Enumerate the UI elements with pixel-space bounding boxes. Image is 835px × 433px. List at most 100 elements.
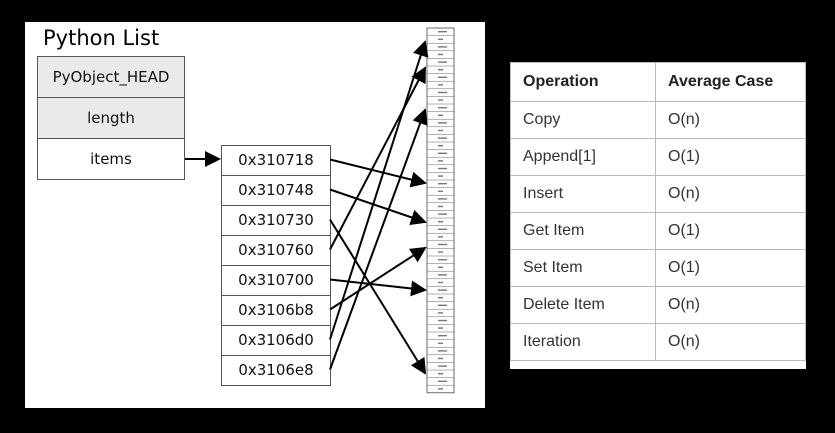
memory-slot-mark bbox=[438, 84, 443, 86]
list-struct: PyObject_HEAD length items bbox=[37, 56, 185, 180]
memory-slot-mark bbox=[438, 183, 447, 185]
pointer-arrow bbox=[329, 66, 426, 250]
memory-slot-mark bbox=[438, 327, 443, 329]
operation-cell: Insert bbox=[510, 175, 656, 213]
memory-slot-mark bbox=[438, 228, 447, 230]
memory-slot-mark bbox=[438, 190, 443, 192]
complexity-cell: O(n) bbox=[655, 286, 806, 324]
pointer-cell: 0x310700 bbox=[222, 266, 330, 296]
operation-cell: Append[1] bbox=[510, 138, 656, 176]
memory-slot-mark bbox=[438, 297, 443, 299]
complexity-cell: O(n) bbox=[655, 323, 806, 361]
table-row: Append[1]O(1) bbox=[510, 138, 806, 176]
struct-field-items: items bbox=[38, 139, 184, 179]
complexity-cell: O(n) bbox=[655, 175, 806, 213]
memory-slot-mark bbox=[438, 167, 447, 170]
memory-slot-mark bbox=[438, 145, 443, 147]
pointer-cell: 0x310760 bbox=[222, 236, 330, 266]
memory-slot-mark bbox=[438, 259, 447, 261]
column-header-operation: Operation bbox=[510, 62, 656, 102]
memory-slot-mark bbox=[438, 213, 447, 215]
struct-field-length: length bbox=[38, 98, 184, 139]
struct-field-pyobject-head: PyObject_HEAD bbox=[38, 57, 184, 98]
pointer-arrow bbox=[329, 40, 429, 340]
memory-slot-mark bbox=[438, 251, 443, 253]
memory-slot-mark bbox=[438, 266, 443, 268]
pointer-cell: 0x310748 bbox=[222, 176, 330, 206]
memory-slot-mark bbox=[438, 38, 443, 40]
pointer-arrow bbox=[329, 246, 427, 311]
pointer-cell: 0x3106d0 bbox=[222, 326, 330, 356]
memory-slot-mark bbox=[438, 342, 443, 344]
memory-slot-mark bbox=[438, 53, 443, 56]
pointer-arrow bbox=[329, 218, 427, 375]
memory-slot-mark bbox=[438, 274, 447, 276]
memory-slot-mark bbox=[438, 91, 447, 94]
diagram-title: Python List bbox=[43, 26, 160, 50]
memory-slot-mark bbox=[438, 46, 447, 48]
memory-slot-mark bbox=[438, 137, 447, 139]
memory-slot-mark bbox=[438, 243, 447, 246]
pointer-cell: 0x310718 bbox=[222, 146, 330, 176]
memory-heap-column bbox=[426, 27, 455, 394]
pointer-arrow bbox=[329, 108, 428, 370]
memory-slot-mark bbox=[438, 388, 443, 390]
memory-slot-mark bbox=[438, 61, 447, 63]
memory-slot-mark bbox=[438, 380, 447, 382]
table-header-row: Operation Average Case bbox=[510, 62, 806, 102]
arrows-layer bbox=[185, 27, 455, 394]
pointer-cell: 0x310730 bbox=[222, 206, 330, 236]
pointer-cell: 0x3106e8 bbox=[222, 356, 330, 385]
pointer-array: 0x310718 0x310748 0x310730 0x310760 0x31… bbox=[221, 145, 331, 386]
complexity-cell: O(1) bbox=[655, 249, 806, 287]
memory-slot-mark bbox=[438, 198, 447, 200]
memory-slot-mark bbox=[438, 304, 447, 306]
operation-cell: Delete Item bbox=[510, 286, 656, 324]
operation-cell: Get Item bbox=[510, 212, 656, 250]
column-header-average-case: Average Case bbox=[655, 62, 806, 102]
memory-slot-mark bbox=[438, 289, 447, 291]
python-list-diagram: Python List PyObject_HEAD length items 0… bbox=[25, 22, 485, 408]
memory-slot-mark bbox=[438, 175, 443, 177]
complexity-cell: O(n) bbox=[655, 101, 806, 139]
memory-slot-mark bbox=[438, 122, 447, 124]
memory-slot-mark bbox=[438, 357, 443, 360]
pointer-arrow bbox=[329, 158, 427, 188]
memory-slot-mark bbox=[438, 281, 443, 284]
memory-slot-mark bbox=[438, 319, 447, 322]
memory-slot-mark bbox=[438, 69, 443, 71]
memory-slot-mark bbox=[438, 373, 443, 375]
complexity-cell: O(1) bbox=[655, 212, 806, 250]
memory-slot-mark bbox=[438, 312, 443, 314]
operation-cell: Copy bbox=[510, 101, 656, 139]
memory-slot-mark bbox=[438, 160, 443, 162]
memory-slot-mark bbox=[438, 129, 443, 132]
memory-slot-mark bbox=[438, 152, 447, 154]
memory-slot-mark bbox=[438, 365, 447, 367]
memory-slot-mark bbox=[438, 99, 443, 101]
pointer-cell: 0x3106b8 bbox=[222, 296, 330, 326]
operation-cell: Set Item bbox=[510, 249, 656, 287]
memory-slot-mark bbox=[438, 31, 447, 33]
pointer-arrows bbox=[329, 40, 429, 375]
memory-slot-mark bbox=[438, 236, 443, 238]
operation-cell: Iteration bbox=[510, 323, 656, 361]
pointer-arrow bbox=[329, 188, 427, 226]
memory-slot-mark bbox=[438, 205, 443, 208]
pointer-arrow bbox=[329, 278, 427, 297]
memory-slot-mark bbox=[438, 221, 443, 223]
memory-slot-mark bbox=[438, 76, 447, 78]
memory-slot-mark bbox=[438, 350, 447, 352]
memory-slot-mark bbox=[438, 114, 443, 116]
complexity-cell: O(1) bbox=[655, 138, 806, 176]
memory-slot-mark bbox=[438, 335, 447, 337]
memory-slot-mark bbox=[438, 107, 447, 109]
